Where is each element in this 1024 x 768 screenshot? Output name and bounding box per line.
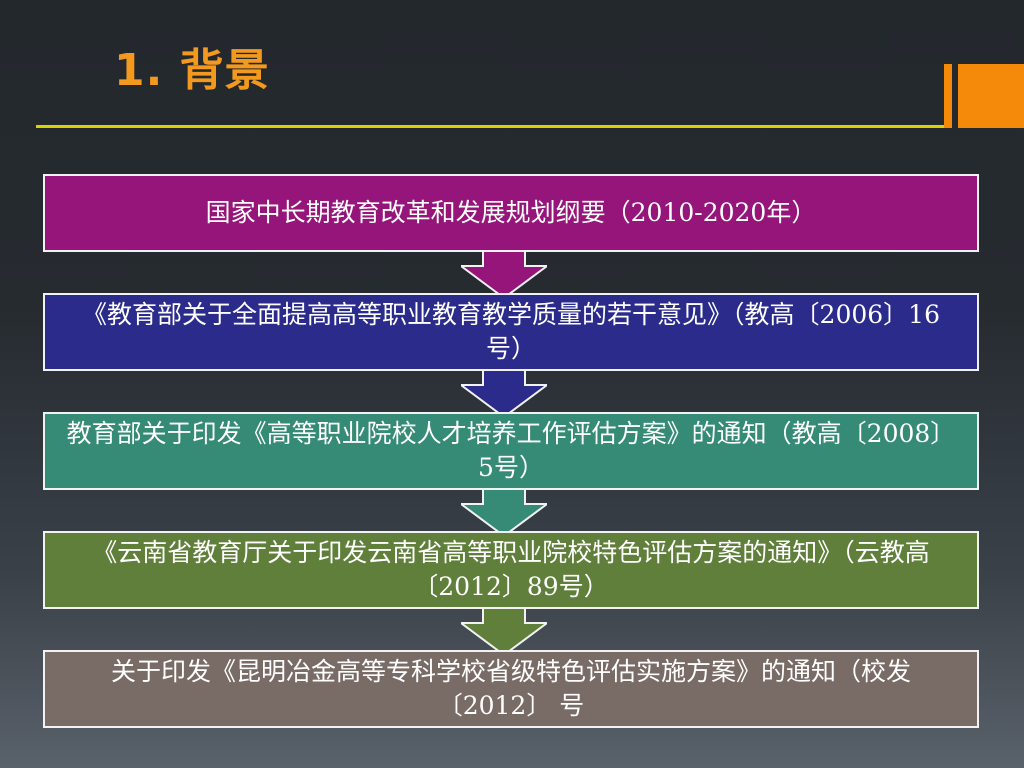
arrow-down-icon	[461, 605, 547, 655]
flow-box-1-label: 国家中长期教育改革和发展规划纲要（2010-2020年）	[205, 198, 817, 227]
flow-arrow-1	[461, 248, 547, 298]
flow-box-5: 关于印发《昆明冶金高等专科学校省级特色评估实施方案》的通知（校发〔2012〕 号	[43, 650, 979, 728]
arrow-down-icon	[461, 248, 547, 298]
flow-box-2-label: 《教育部关于全面提高高等职业教育教学质量的若干意见》（教高〔2006〕16号）	[82, 300, 940, 363]
arrow-down-icon	[461, 367, 547, 417]
title-underline	[36, 125, 948, 128]
arrow-down-icon	[461, 486, 547, 536]
flow-box-1: 国家中长期教育改革和发展规划纲要（2010-2020年）	[43, 174, 979, 252]
accent-bar-thin	[944, 64, 952, 128]
flow-arrow-2	[461, 367, 547, 417]
flow-box-2: 《教育部关于全面提高高等职业教育教学质量的若干意见》（教高〔2006〕16号）	[43, 293, 979, 371]
accent-bar-block	[958, 64, 1024, 128]
flow-box-5-label: 关于印发《昆明冶金高等专科学校省级特色评估实施方案》的通知（校发〔2012〕 号	[110, 657, 911, 720]
flow-box-3-label: 教育部关于印发《高等职业院校人才培养工作评估方案》的通知（教高〔2008〕5号）	[66, 419, 956, 482]
slide-title: 1. 背景	[114, 45, 270, 96]
flow-box-3: 教育部关于印发《高等职业院校人才培养工作评估方案》的通知（教高〔2008〕5号）	[43, 412, 979, 490]
flow-box-4-label: 《云南省教育厅关于印发云南省高等职业院校特色评估方案的通知》（云教高〔2012〕…	[92, 538, 930, 601]
flow-arrow-4	[461, 605, 547, 655]
flow-arrow-3	[461, 486, 547, 536]
flow-box-4: 《云南省教育厅关于印发云南省高等职业院校特色评估方案的通知》（云教高〔2012〕…	[43, 531, 979, 609]
